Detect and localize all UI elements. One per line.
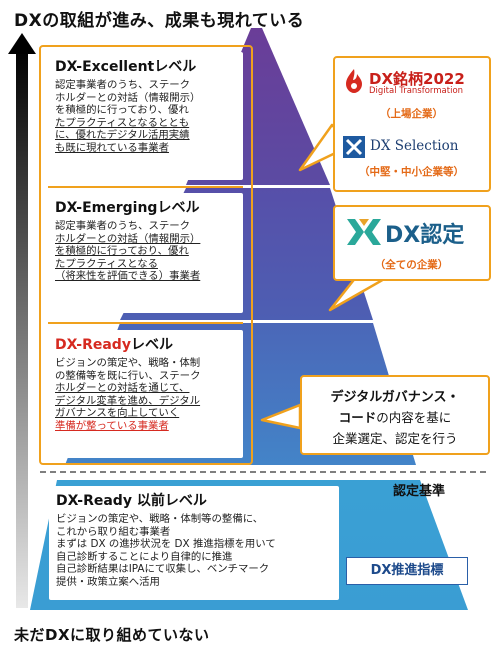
emerging-line-4: たプラクティスとなる: [55, 257, 158, 270]
bottom-caption: 未だDXに取り組めていない: [14, 626, 210, 644]
progress-arrow: [8, 33, 36, 608]
flame-icon: [346, 69, 362, 93]
pre-ready-line-2: これから取り組む事業者: [56, 525, 171, 538]
excellent-line-1: 認定事業者のうち、ステーク: [55, 79, 191, 91]
ready-line-3: ホルダーとの対話を通じて、: [55, 382, 190, 395]
callout-nintei: DX認定 （全ての企業）: [333, 205, 491, 281]
panel-ready: DX-Readyレベル ビジョンの策定や、戦略・体制 の整備等を既に行い、ステー…: [49, 330, 243, 458]
callout-governance: デジタルガバナンス・ コードの内容を基に 企業選定、認定を行う: [300, 375, 490, 455]
excellent-line-4: たプラクティスとなるととも: [55, 116, 190, 129]
dx-meigara-subtext: Digital Transformation: [369, 86, 464, 96]
panel-separator: [48, 322, 243, 324]
pre-ready-line-1: ビジョンの策定や、戦略・体制等の整備に、: [56, 513, 264, 525]
governance-line-3: 企業選定、認定を行う: [332, 431, 458, 446]
panel-separator: [48, 186, 243, 188]
emerging-title: DX-Emergingレベル: [55, 200, 200, 216]
dx-selection-x-icon: [343, 136, 365, 158]
ready-line-1: ビジョンの策定や、戦略・体制: [55, 357, 201, 369]
excellent-line-6: も既に現れている事業者: [55, 141, 169, 154]
emerging-line-3: を積極的に行っており、優れ: [55, 245, 189, 258]
ready-line-4: デジタル変革を進め、デジタル: [55, 394, 201, 407]
pre-ready-title: DX-Ready 以前レベル: [56, 493, 207, 509]
pre-ready-line-5: 自己診断結果はIPAにて収集し、ベンチマーク: [56, 563, 270, 576]
governance-line-2: コードの内容を基に: [338, 410, 452, 425]
ready-line-5: ガバナンスを向上していく: [55, 407, 180, 420]
dx-selection-text: DX Selection: [370, 138, 459, 154]
emerging-line-1: 認定事業者のうち、ステーク: [55, 220, 191, 232]
dx-nintei-logo-icon: [347, 219, 381, 245]
emerging-line-2: ホルダーとの対話（情報開示）: [55, 232, 201, 245]
callout-meigara-selection: DX銘柄2022 Digital Transformation （上場企業） D…: [333, 56, 491, 192]
ready-line-2: の整備等を既に行い、ステーク: [55, 369, 201, 382]
dx-meigara-text: DX銘柄2022: [369, 70, 465, 88]
excellent-line-5: に、優れたデジタル活用実績: [55, 129, 190, 142]
panel-emerging: DX-Emergingレベル 認定事業者のうち、ステーク ホルダーとの対話（情報…: [49, 193, 243, 313]
excellent-line-3: を積極的に行っており、優れ: [55, 104, 189, 117]
top-caption: DXの取組が進み、成果も現れている: [14, 11, 305, 31]
panel-pre-ready: DX-Ready 以前レベル ビジョンの策定や、戦略・体制等の整備に、 これから…: [49, 486, 339, 600]
excellent-line-2: ホルダーとの対話（情報開示）: [55, 91, 201, 104]
pre-ready-line-3: まずは DX の進捗状況を DX 推進指標を用いて: [56, 538, 276, 551]
pre-ready-line-4: 自己診断することにより自律的に推進: [56, 550, 233, 563]
certified-levels-frame: [39, 45, 253, 465]
ready-line-6: 準備が整っている事業者: [55, 419, 169, 432]
meigara-target: （上場企業）: [380, 108, 443, 120]
pre-ready-line-6: 提供・政策立案へ活用: [56, 575, 160, 588]
excellent-title: DX-Excellentレベル: [55, 59, 197, 75]
panel-excellent: DX-Excellentレベル 認定事業者のうち、ステーク ホルダーとの対話（情…: [49, 52, 243, 180]
dx-nintei-text: DX認定: [385, 223, 465, 248]
dx-indicator-box: DX推進指標: [346, 557, 468, 585]
emerging-line-5: （将来性を評価できる）事業者: [55, 270, 201, 283]
certification-criteria-label: 認定基準: [393, 484, 446, 499]
selection-target: （中堅・中小企業等）: [359, 166, 464, 178]
ready-title: DX-Readyレベル: [55, 337, 173, 353]
nintei-target: （全ての企業）: [374, 259, 449, 271]
governance-line-1: デジタルガバナンス・: [330, 390, 460, 405]
